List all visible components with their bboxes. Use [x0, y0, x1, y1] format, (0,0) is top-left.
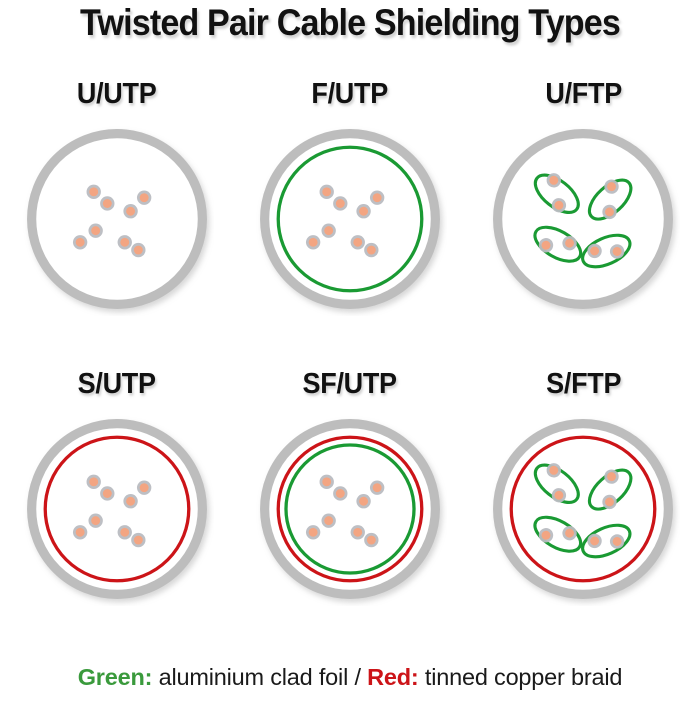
cable-diagram-s-ftp — [486, 412, 680, 606]
legend-caption: Green: aluminium clad foil / Red: tinned… — [0, 664, 700, 691]
legend-green-keyword: Green: — [77, 664, 153, 690]
cable-grid: U/UTP F/UTP U/FTP S/UTP SF/UTP S/FTP — [0, 78, 700, 658]
cable-label-u-ftp: U/FTP — [545, 78, 622, 110]
cable-cell-u-utp: U/UTP — [0, 78, 233, 368]
cable-diagram-s-utp — [20, 412, 214, 606]
cable-label-u-utp: U/UTP — [76, 78, 157, 110]
cable-label-s-utp: S/UTP — [77, 368, 156, 400]
cable-label-f-utp: F/UTP — [311, 78, 389, 110]
legend-green-text: aluminium clad foil — [152, 664, 355, 690]
cable-row-bottom: S/UTP SF/UTP S/FTP — [0, 368, 700, 658]
cable-diagram-u-utp — [20, 122, 214, 316]
legend-separator: / — [354, 664, 368, 690]
cable-cell-s-utp: S/UTP — [0, 368, 233, 658]
cable-diagram-sf-utp — [253, 412, 447, 606]
cable-diagram-u-ftp — [486, 122, 680, 316]
cable-cell-u-ftp: U/FTP — [467, 78, 700, 368]
legend-red-keyword: Red: — [367, 664, 419, 690]
cable-cell-f-utp: F/UTP — [233, 78, 466, 368]
cable-label-s-ftp: S/FTP — [545, 368, 621, 400]
page-title: Twisted Pair Cable Shielding Types — [80, 2, 621, 43]
cable-row-top: U/UTP F/UTP U/FTP — [0, 78, 700, 368]
legend-red-text: tinned copper braid — [418, 664, 623, 690]
cable-cell-sf-utp: SF/UTP — [233, 368, 466, 658]
cable-diagram-f-utp — [253, 122, 447, 316]
cable-cell-s-ftp: S/FTP — [467, 368, 700, 658]
cable-label-sf-utp: SF/UTP — [302, 368, 398, 400]
